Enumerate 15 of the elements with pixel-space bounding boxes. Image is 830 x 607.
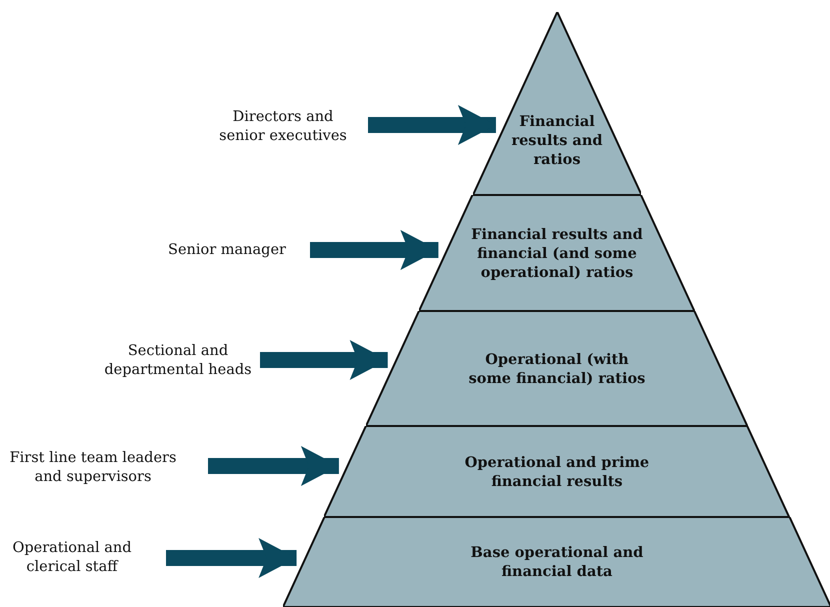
tier-label: Base operational and financial data [470,543,644,581]
arrow [260,340,388,380]
role-label: Senior manager [142,240,312,260]
tier-label: Operational and prime financial results [464,452,650,490]
tier-label: Financial results and financial (and some operational) ratios [470,224,644,282]
role-label: Sectional and departmental heads [93,342,263,380]
arrow [208,446,339,486]
role-label: First line team leaders and supervisors [8,449,178,487]
role-label: Directors and senior executives [208,108,358,146]
role-label: Operational and clerical staff [0,539,147,577]
arrow [368,105,496,145]
tier-label: Financial results and ratios [510,112,604,169]
arrow [166,538,297,578]
arrow [310,230,438,270]
tier-label: Operational (with some financial) ratios [468,350,646,388]
